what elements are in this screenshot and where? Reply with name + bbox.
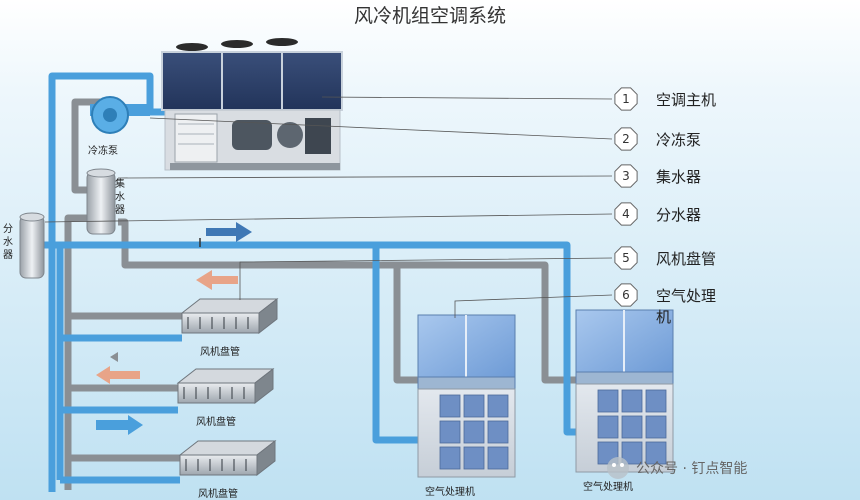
collector-label-2: 水 — [115, 191, 125, 203]
callout-badge — [614, 202, 638, 226]
air-handling-unit-2: 空气处理机 — [575, 309, 674, 493]
air-conditioning-chiller — [161, 38, 343, 171]
distributor-label-2: 水 — [3, 236, 13, 248]
chiller-coil — [161, 51, 343, 111]
callout-5: 5 风机盘管 — [614, 246, 716, 270]
pump-label: 冷冻泵 — [88, 144, 118, 157]
watermark-logo-icon — [607, 457, 629, 479]
fan-coil-unit-2: 风机盘管 — [176, 367, 275, 428]
callout-number: 5 — [622, 251, 630, 265]
callout-label: 空调主机 — [656, 91, 716, 109]
callout-number: 6 — [622, 288, 630, 302]
callout-leaders — [44, 96, 613, 318]
water-collector: 集 水 器 — [86, 168, 125, 235]
callout-number: 4 — [622, 207, 630, 221]
callout-label: 集水器 — [656, 168, 701, 186]
collector-label-1: 集 — [115, 177, 125, 190]
diagram-title: 风冷机组空调系统 — [354, 5, 506, 27]
callout-label: 冷冻泵 — [656, 131, 701, 149]
watermark-text: 公众号 · 钉点智能 — [636, 461, 747, 477]
return-pipe-to-ahu — [118, 218, 578, 384]
callout-4: 4 分水器 — [614, 202, 701, 226]
distributor-label-1: 分 — [3, 223, 13, 235]
callout-3: 3 集水器 — [614, 164, 701, 188]
chilled-water-pump: 冷冻泵 — [88, 96, 150, 157]
fan-coil-unit-1: 风机盘管 — [180, 297, 279, 358]
return-arrow — [196, 270, 238, 290]
chiller-compressor — [232, 120, 272, 150]
collector-label-3: 器 — [115, 204, 125, 216]
water-distributor: 分 水 器 — [3, 212, 45, 279]
callout-badge — [614, 164, 638, 188]
fan-coil-label: 风机盘管 — [200, 345, 240, 358]
callout-number: 2 — [622, 132, 630, 146]
callout-badge — [614, 246, 638, 270]
ahu-label: 空气处理机 — [583, 480, 633, 493]
supply-arrow — [206, 222, 252, 242]
callout-badge — [614, 283, 638, 307]
fan-coil-label: 风机盘管 — [198, 487, 238, 500]
collector-tank — [86, 171, 116, 235]
watermark: 公众号 · 钉点智能 — [607, 457, 747, 479]
air-handling-units: 空气处理机 空气处理机 — [417, 309, 674, 498]
air-handling-unit-1: 空气处理机 — [417, 314, 516, 498]
supply-arrow-fcu2 — [96, 415, 143, 435]
callout-number: 1 — [622, 92, 630, 106]
chiller-fan-2 — [221, 40, 253, 48]
return-arrow-small — [110, 352, 118, 362]
callout-label: 风机盘管 — [656, 250, 716, 268]
callout-1: 1 空调主机 — [614, 87, 716, 111]
chiller-fan-3 — [266, 38, 298, 46]
callout-label: 分水器 — [656, 206, 701, 224]
callout-badge — [614, 127, 638, 151]
distributor-label-3: 器 — [3, 249, 13, 261]
supply-pipe-main — [48, 72, 170, 492]
flow-arrows — [96, 222, 252, 435]
callout-6: 6 空气处理机 — [614, 283, 716, 326]
callout-label: 空气处理 — [656, 287, 716, 305]
distributor-tank — [19, 215, 45, 279]
callout-number: 3 — [622, 169, 630, 183]
chiller-fan-1 — [176, 43, 208, 51]
callout-label-line2: 机 — [656, 308, 671, 326]
fan-coil-unit-3: 风机盘管 — [178, 439, 277, 500]
supply-pipe-ahu1 — [372, 245, 420, 444]
return-pipe-ahu1 — [393, 265, 422, 384]
ahu-label: 空气处理机 — [425, 485, 475, 498]
fan-coil-label: 风机盘管 — [196, 415, 236, 428]
callout-list: 1 空调主机 2 冷冻泵 3 集水器 4 分水器 5 风机盘管 6 空气处理机 — [614, 87, 716, 326]
callout-2: 2 冷冻泵 — [614, 127, 701, 151]
callout-badge — [614, 87, 638, 111]
return-arrow-fcu2 — [96, 366, 140, 384]
